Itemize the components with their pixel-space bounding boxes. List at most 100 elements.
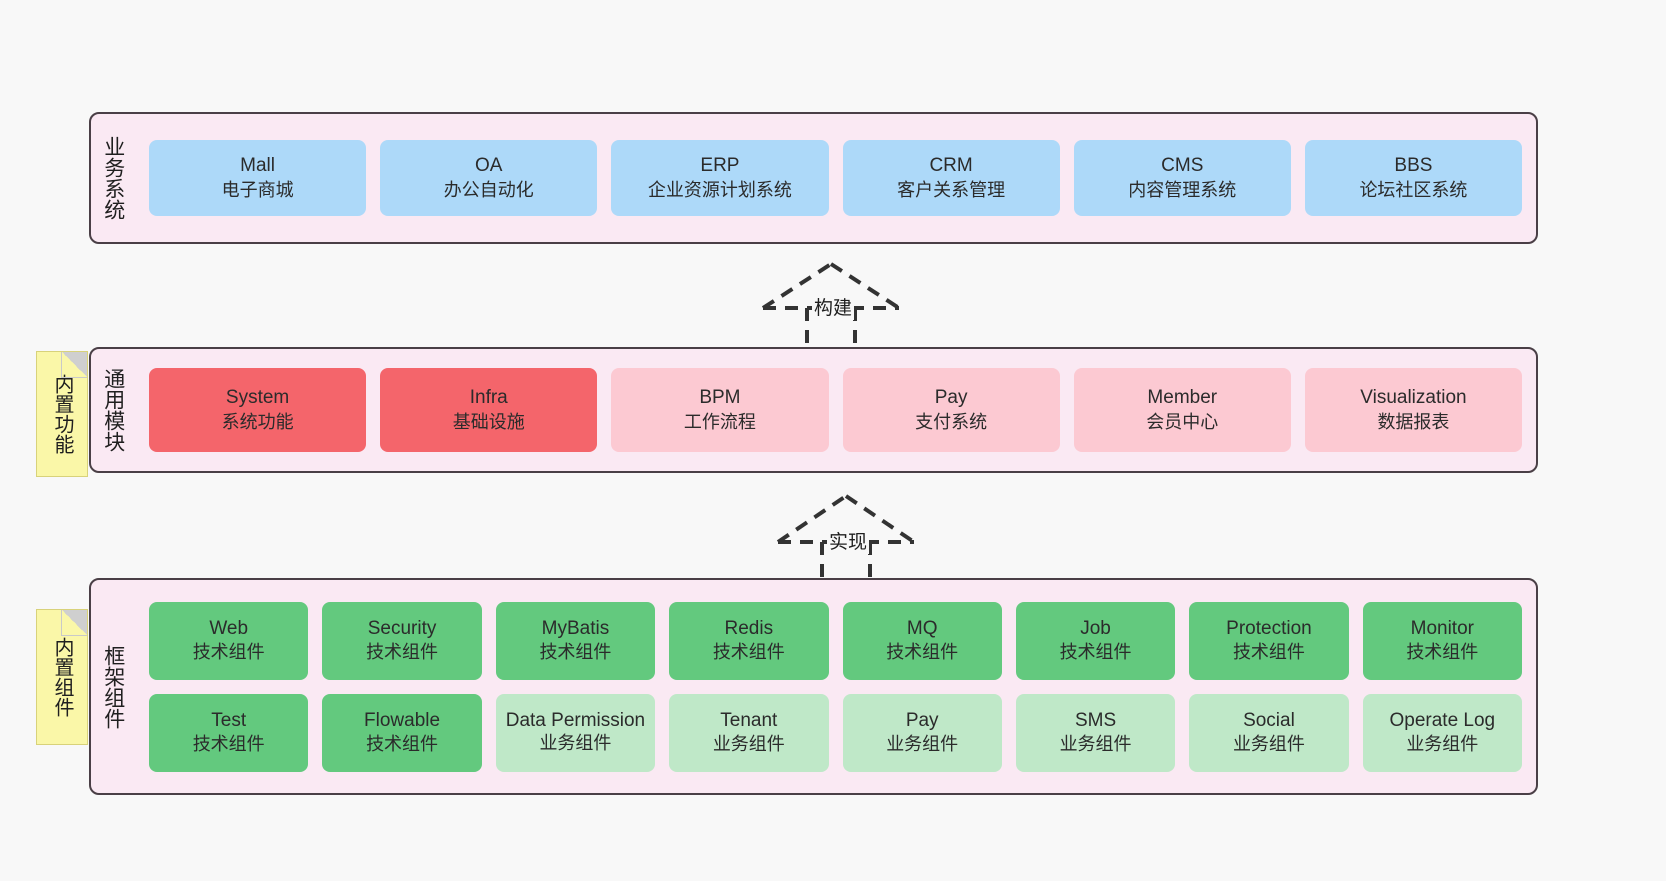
card-tenant[interactable]: Tenant 业务组件 <box>669 693 829 772</box>
card-erp[interactable]: ERP 企业资源计划系统 <box>611 140 829 216</box>
sticky-fold-corner <box>61 352 87 378</box>
card-title: MQ <box>906 617 938 639</box>
card-subtitle: 业务组件 <box>886 734 959 755</box>
layer-title-business-system: 业务系统 <box>101 136 125 220</box>
connector-build: 构建 <box>755 258 925 358</box>
arrowhead-right-edge <box>844 494 916 544</box>
sticky-note-label: 内置组件 <box>51 637 73 717</box>
card-data-permission[interactable]: Data Permission 业务组件 <box>495 693 656 772</box>
card-monitor[interactable]: Monitor 技术组件 <box>1362 601 1522 680</box>
card-row: Test 技术组件 Flowable 技术组件 Data Permission … <box>149 693 1522 772</box>
sticky-note-label: 内置功能 <box>51 374 73 454</box>
connector-implement: 实现 <box>770 490 940 590</box>
card-subtitle: 系统功能 <box>221 411 294 432</box>
arrowhead-left-edge <box>761 262 833 310</box>
card-title: Redis <box>724 617 774 639</box>
card-title: System <box>225 387 290 409</box>
layer-common-module: 通用模块 System 系统功能 Infra 基础设施 BPM 工作流程 Pay… <box>89 347 1538 473</box>
layer-title-framework-component: 框架组件 <box>101 644 125 729</box>
card-mq[interactable]: MQ 技术组件 <box>842 601 1002 680</box>
card-subtitle: 技术组件 <box>192 734 265 755</box>
card-subtitle: 会员中心 <box>1146 411 1219 432</box>
card-title: BBS <box>1394 155 1433 177</box>
card-title: Visualization <box>1360 387 1467 409</box>
card-bbs[interactable]: BBS 论坛社区系统 <box>1304 140 1523 216</box>
card-subtitle: 业务组件 <box>1059 734 1132 755</box>
card-sms[interactable]: SMS 业务组件 <box>1015 693 1176 772</box>
card-mybatis[interactable]: MyBatis 技术组件 <box>495 601 656 680</box>
card-title: CRM <box>929 155 973 177</box>
card-subtitle: 技术组件 <box>192 642 265 663</box>
card-subtitle: 技术组件 <box>1406 642 1479 663</box>
card-subtitle: 业务组件 <box>539 733 612 754</box>
card-title: Web <box>209 617 249 639</box>
card-operate-log[interactable]: Operate Log 业务组件 <box>1362 693 1522 772</box>
card-subtitle: 业务组件 <box>1406 734 1479 755</box>
card-subtitle: 技术组件 <box>1059 642 1132 663</box>
card-test[interactable]: Test 技术组件 <box>149 693 309 772</box>
card-title: Mall <box>240 155 275 177</box>
layer-framework-component: 框架组件 Web 技术组件 Security 技术组件 MyBatis 技术组件… <box>89 578 1538 795</box>
card-subtitle: 支付系统 <box>915 411 988 432</box>
card-subtitle: 客户关系管理 <box>897 179 1006 200</box>
card-title: CMS <box>1161 155 1204 177</box>
arrowhead-left-edge <box>776 494 848 544</box>
card-title: Protection <box>1226 617 1312 639</box>
card-title: OA <box>475 155 503 177</box>
card-job[interactable]: Job 技术组件 <box>1015 601 1176 680</box>
card-system[interactable]: System 系统功能 <box>149 368 367 452</box>
card-title: ERP <box>700 155 740 177</box>
card-visualization[interactable]: Visualization 数据报表 <box>1304 368 1523 452</box>
arrowhead-right-edge <box>829 262 901 310</box>
card-subtitle: 技术组件 <box>886 642 959 663</box>
card-mall[interactable]: Mall 电子商城 <box>149 140 367 216</box>
card-title: Operate Log <box>1389 709 1496 731</box>
card-bpm[interactable]: BPM 工作流程 <box>611 368 829 452</box>
card-title: Infra <box>469 387 508 409</box>
card-subtitle: 电子商城 <box>221 179 294 200</box>
card-title: Job <box>1080 617 1111 639</box>
card-social[interactable]: Social 业务组件 <box>1189 693 1349 772</box>
card-subtitle: 技术组件 <box>539 642 612 663</box>
card-oa[interactable]: OA 办公自动化 <box>380 140 598 216</box>
sticky-note-builtin-components: 内置组件 <box>36 609 88 745</box>
card-title: Social <box>1243 709 1295 731</box>
layer-body-common-module: System 系统功能 Infra 基础设施 BPM 工作流程 Pay 支付系统… <box>135 349 1536 471</box>
card-security[interactable]: Security 技术组件 <box>322 601 482 680</box>
card-pay[interactable]: Pay 支付系统 <box>842 368 1060 452</box>
sticky-fold-corner <box>61 610 87 636</box>
card-subtitle: 技术组件 <box>712 642 785 663</box>
card-subtitle: 数据报表 <box>1377 411 1450 432</box>
card-protection[interactable]: Protection 技术组件 <box>1189 601 1349 680</box>
card-title: SMS <box>1074 709 1117 731</box>
card-web[interactable]: Web 技术组件 <box>149 601 309 680</box>
card-flowable[interactable]: Flowable 技术组件 <box>322 693 482 772</box>
card-title: Security <box>367 617 437 639</box>
card-crm[interactable]: CRM 客户关系管理 <box>842 140 1060 216</box>
connector-build-label: 构建 <box>812 293 855 320</box>
card-infra[interactable]: Infra 基础设施 <box>380 368 598 452</box>
card-row: System 系统功能 Infra 基础设施 BPM 工作流程 Pay 支付系统… <box>149 368 1523 452</box>
card-pay-business[interactable]: Pay 业务组件 <box>842 693 1002 772</box>
card-title: Pay <box>934 387 968 409</box>
card-subtitle: 技术组件 <box>366 734 439 755</box>
card-cms[interactable]: CMS 内容管理系统 <box>1073 140 1291 216</box>
card-row: Web 技术组件 Security 技术组件 MyBatis 技术组件 Redi… <box>149 601 1522 680</box>
card-subtitle: 论坛社区系统 <box>1359 179 1468 200</box>
card-redis[interactable]: Redis 技术组件 <box>669 601 829 680</box>
sticky-note-builtin-features: 内置功能 <box>36 351 88 477</box>
card-title: Test <box>211 709 247 731</box>
card-title: Tenant <box>720 709 778 731</box>
card-subtitle: 工作流程 <box>683 411 756 432</box>
card-row: Mall 电子商城 OA 办公自动化 ERP 企业资源计划系统 CRM 客户关系… <box>149 140 1523 216</box>
layer-body-business-system: Mall 电子商城 OA 办公自动化 ERP 企业资源计划系统 CRM 客户关系… <box>135 114 1536 242</box>
layer-body-framework-component: Web 技术组件 Security 技术组件 MyBatis 技术组件 Redi… <box>135 580 1536 793</box>
card-title: Member <box>1147 387 1218 409</box>
layer-business-system: 业务系统 Mall 电子商城 OA 办公自动化 ERP 企业资源计划系统 CRM… <box>89 112 1538 244</box>
card-subtitle: 基础设施 <box>452 411 525 432</box>
card-title: Data Permission <box>505 709 646 731</box>
card-title: BPM <box>699 387 741 409</box>
card-title: Pay <box>905 709 939 731</box>
card-member[interactable]: Member 会员中心 <box>1073 368 1291 452</box>
